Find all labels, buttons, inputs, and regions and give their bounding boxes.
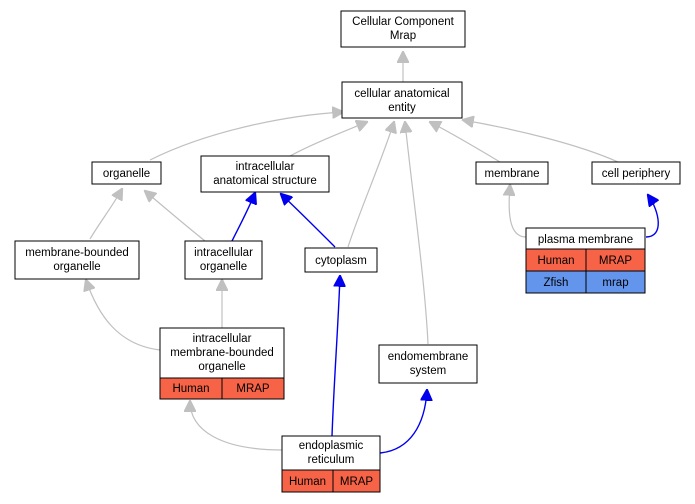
node-label-line: entity xyxy=(388,102,416,114)
node-endoplasmic-reticulum[interactable]: endoplasmic reticulum Human MRAP xyxy=(281,435,381,493)
node-cellular-component-mrap[interactable]: Cellular Component Mrap xyxy=(340,10,466,48)
node-cytoplasm[interactable]: cytoplasm xyxy=(304,247,378,273)
node-label-line: endomembrane xyxy=(388,351,469,363)
node-label-line: organelle xyxy=(200,261,247,273)
node-label-line: anatomical structure xyxy=(213,175,317,187)
species-label: Zfish xyxy=(544,277,569,289)
edge-mbo-to-organelle xyxy=(89,189,122,240)
node-cellular-anatomical-entity[interactable]: cellular anatomical entity xyxy=(341,81,463,119)
node-label-line: endoplasmic xyxy=(299,440,364,452)
node-plasma-membrane[interactable]: plasma membrane Human MRAP Zfish mrap xyxy=(525,227,646,294)
gene-cell-human xyxy=(332,469,381,493)
edge-membrane-to-cae xyxy=(430,122,501,163)
edge-er-to-cytoplasm xyxy=(331,276,340,437)
node-label-line: cellular anatomical xyxy=(354,88,449,100)
node-membrane-bounded-organelle[interactable]: membrane-bounded organelle xyxy=(14,240,140,280)
node-label-line: membrane xyxy=(485,168,540,180)
node-label-line: intracellular xyxy=(236,161,295,173)
node-label-line: membrane-bounded xyxy=(170,347,274,359)
node-organelle[interactable]: organelle xyxy=(91,161,162,185)
edge-pm-to-cellperiphery xyxy=(645,195,658,238)
edge-endomembrane-to-cae xyxy=(405,122,429,345)
node-label-line: organelle xyxy=(103,168,150,180)
node-label-line: intracellular xyxy=(193,333,252,345)
species-label: Human xyxy=(172,383,209,395)
node-label-line: membrane-bounded xyxy=(25,247,129,259)
node-label-line: organelle xyxy=(198,361,245,373)
edge-pm-to-membrane xyxy=(509,185,527,238)
edge-io-to-ias xyxy=(231,193,255,242)
node-label-line: intracellular xyxy=(194,247,253,259)
edge-io-to-organelle xyxy=(145,191,206,242)
node-cell-periphery[interactable]: cell periphery xyxy=(591,161,681,185)
edge-organelle-to-cae xyxy=(149,112,343,161)
gene-label: MRAP xyxy=(599,255,633,267)
node-label-line: cytoplasm xyxy=(315,255,367,267)
node-endomembrane-system[interactable]: endomembrane system xyxy=(378,344,478,384)
node-label-line: organelle xyxy=(53,261,100,273)
species-label: Human xyxy=(289,476,326,488)
edge-cytoplasm-to-ias xyxy=(281,194,336,248)
edge-cytoplasm-to-cae xyxy=(347,122,394,248)
edge-cellperiphery-to-cae xyxy=(463,120,619,163)
gene-cell-human xyxy=(221,377,285,400)
node-intracellular-organelle[interactable]: intracellular organelle xyxy=(184,240,263,280)
node-label-line: Cellular Component xyxy=(352,16,454,28)
gene-label: mrap xyxy=(602,277,628,289)
gene-cell-zfish xyxy=(585,270,646,294)
edge-er-to-imbo xyxy=(190,401,284,451)
node-label-line: Mrap xyxy=(390,30,416,42)
node-membrane[interactable]: membrane xyxy=(475,161,549,185)
node-label-line: system xyxy=(410,365,446,377)
edge-imbo-to-mbo xyxy=(86,280,161,351)
gene-label: MRAP xyxy=(236,383,270,395)
node-intracellular-anatomical-structure[interactable]: intracellular anatomical structure xyxy=(200,155,330,193)
gene-label: MRAP xyxy=(340,476,374,488)
edge-ias-to-cae xyxy=(289,122,367,157)
node-label-line: cell periphery xyxy=(602,168,671,180)
node-label-line: reticulum xyxy=(308,454,355,466)
species-label: Human xyxy=(537,255,574,267)
node-intracellular-membrane-bounded-organelle[interactable]: intracellular membrane-bounded organelle… xyxy=(159,327,285,400)
node-label-line: plasma membrane xyxy=(538,234,633,246)
edge-er-to-endomembrane xyxy=(379,390,427,454)
edges xyxy=(86,52,658,454)
